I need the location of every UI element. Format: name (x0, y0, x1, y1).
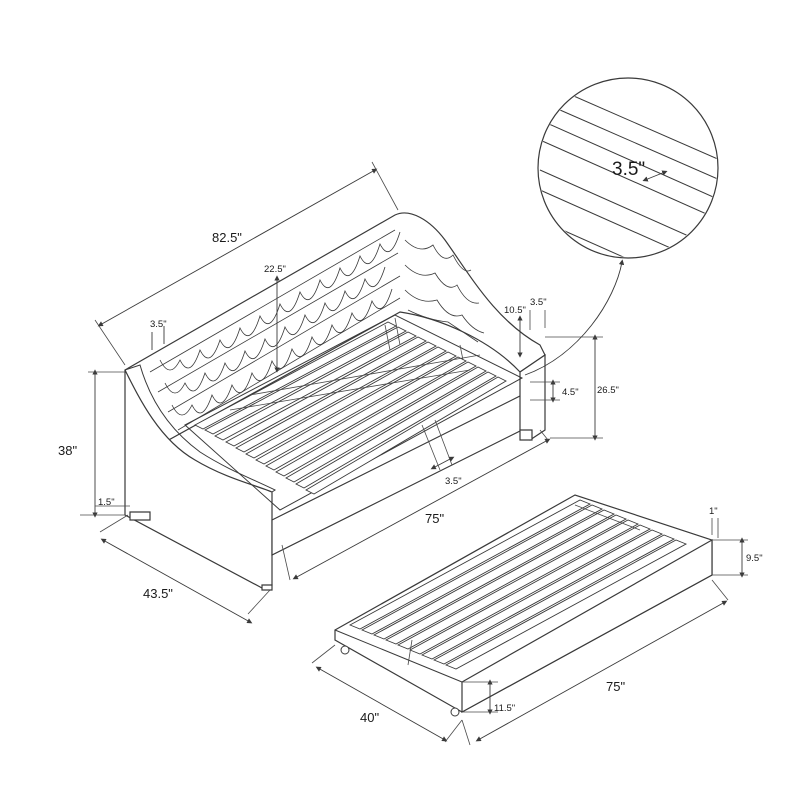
daybed-arm-total-label: 26.5" (597, 385, 619, 396)
trundle-width-label: 40" (360, 710, 379, 725)
daybed-dimensions: 82.5" 22.5" 3.5" 38" 1.5" 43.5" 75" 3.5" (58, 161, 619, 624)
daybed-length-label: 82.5" (212, 230, 242, 245)
daybed-arm-gap-label: 3.5" (530, 297, 547, 308)
trundle-length-label: 75" (606, 679, 625, 694)
detail-slat-gap-label: 3.5" (612, 159, 645, 180)
daybed-back-height-label: 22.5" (264, 264, 286, 275)
daybed-height-label: 38" (58, 443, 77, 458)
daybed-tuft-gap-label: 3.5" (150, 319, 167, 330)
daybed-slat-gap-label: 3.5" (445, 476, 462, 487)
daybed-depth-label: 43.5" (143, 586, 173, 601)
daybed-left-arm (124, 369, 273, 589)
trundle-dimensions: 1" 9.5" 75" 40" 11.5" (311, 506, 763, 746)
slat-detail-callout: 3.5" (524, 77, 719, 376)
trundle-illustration (334, 494, 713, 717)
daybed-illustration (124, 212, 546, 591)
daybed-foot-label: 4.5" (562, 387, 579, 398)
trundle-height-label: 11.5" (494, 703, 515, 714)
trundle-board-thickness-label: 1" (709, 506, 718, 517)
daybed-arm-height-label: 10.5" (504, 305, 526, 316)
daybed-right-arm (519, 353, 546, 441)
daybed-leg-height-label: 1.5" (98, 497, 115, 508)
daybed-inner-length-label: 75" (425, 511, 444, 526)
trundle-board-height-label: 9.5" (746, 553, 763, 564)
